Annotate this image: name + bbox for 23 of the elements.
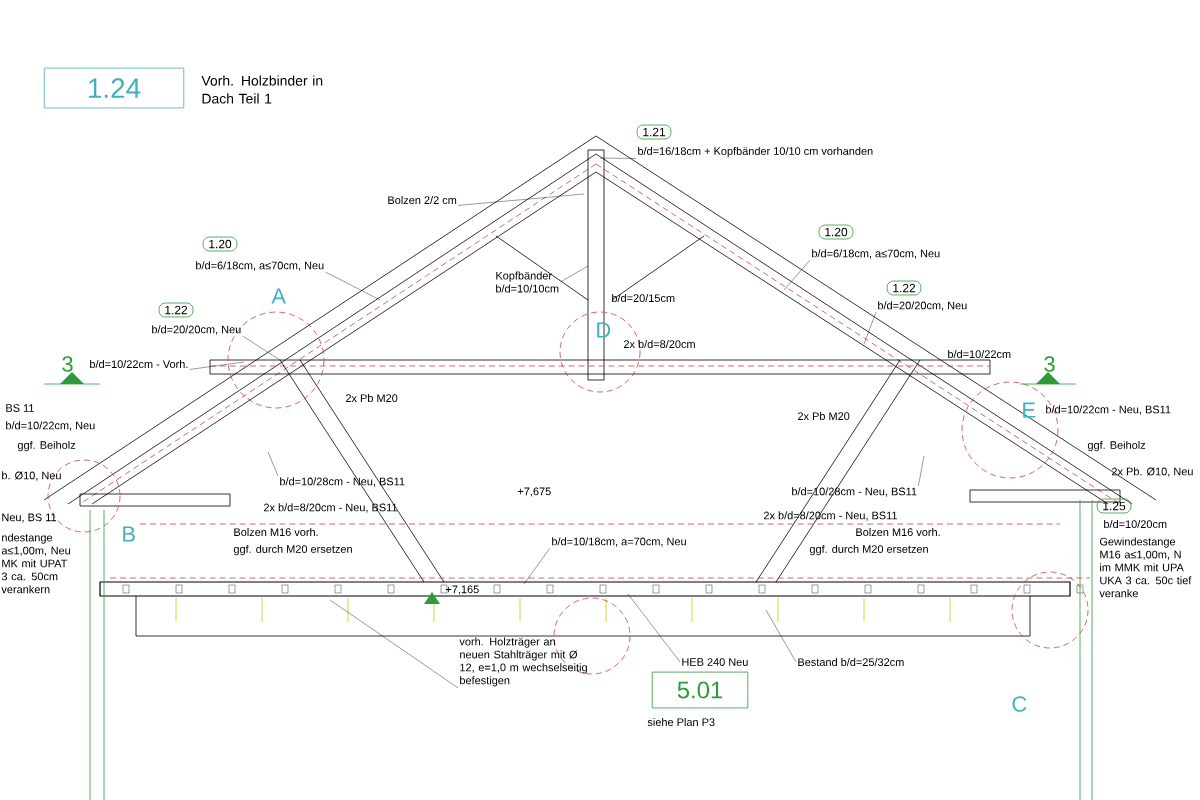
leader-line <box>523 547 551 585</box>
leader-line <box>458 193 585 206</box>
leader-line <box>329 599 459 689</box>
grid-letter: E <box>1023 402 1036 418</box>
leader-line <box>267 451 279 477</box>
grid-letter: B <box>123 526 135 542</box>
tag-box: 1.24 <box>43 67 185 109</box>
leader-line <box>783 259 811 291</box>
level-number: 3 <box>62 356 73 372</box>
leader-line <box>560 265 589 283</box>
leader-line <box>242 335 281 361</box>
leader-line <box>325 271 381 301</box>
grid-letter: A <box>271 288 286 304</box>
leader-line <box>918 455 925 487</box>
level-number: 3 <box>1044 356 1055 372</box>
leader-line <box>189 361 245 370</box>
leader-line <box>627 593 681 663</box>
grid-letter: C <box>1012 696 1027 712</box>
leader-line <box>765 609 797 663</box>
tag-box: 5.01 <box>651 671 749 709</box>
grid-letter: D <box>597 322 611 338</box>
leader-line <box>599 157 637 159</box>
leader-line <box>863 311 877 345</box>
